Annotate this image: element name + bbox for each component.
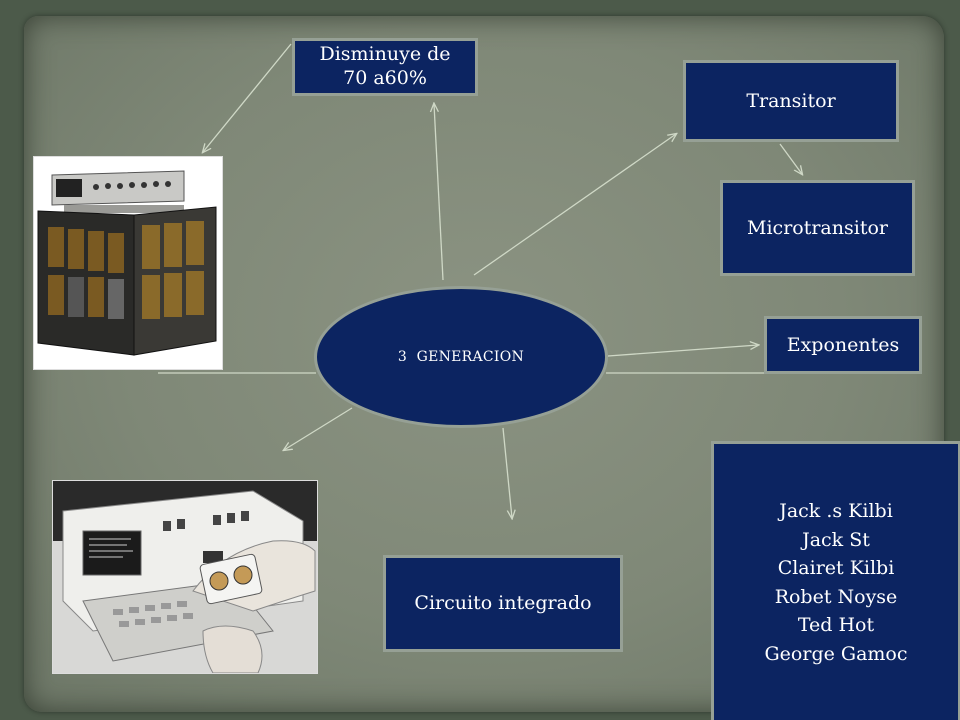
node-microtransitor-label: Microtransitor (747, 216, 888, 239)
node-circuito-integrado: Circuito integrado (383, 555, 623, 652)
arrow-to-exponentes (607, 345, 758, 357)
mainframe-computer-photo (33, 156, 223, 370)
node-transitor-label: Transitor (746, 89, 836, 112)
center-node-label: 3 GENERACION (397, 349, 525, 365)
arrow-to-disminuye (434, 104, 444, 281)
node-exponentes-names: Jack .s Kilbi Jack St Clairet Kilbi Robe… (711, 441, 960, 720)
node-disminuye-line2: 70 a60% (343, 67, 427, 89)
computer-with-tape-cassette-photo (52, 480, 318, 674)
name-item: Clairet Kilbi (777, 557, 895, 579)
node-transitor: Transitor (683, 60, 899, 142)
arrow-transitor-to-microtransitor (779, 143, 802, 174)
arrow-to-tape-photo (284, 407, 353, 450)
node-disminuye-line1: Disminuye de (319, 43, 451, 66)
arrow-to-transitor (473, 134, 676, 276)
center-node-3-generacion: 3 GENERACION (314, 286, 608, 428)
node-microtransitor: Microtransitor (720, 180, 915, 276)
mainframe-illustration (34, 157, 222, 369)
tape-computer-illustration (53, 481, 317, 673)
name-item: Jack St (802, 528, 870, 551)
node-exponentes-label: Exponentes (786, 333, 900, 356)
name-item: Jack .s Kilbi (779, 500, 893, 522)
name-item: George Gamoc (764, 642, 908, 665)
arrow-disminuye-to-mainframe (203, 43, 292, 152)
arrow-to-circuito (502, 427, 512, 518)
name-item: Ted Hot (797, 614, 875, 636)
name-item: Robet Noyse (774, 585, 898, 608)
node-circuito-label: Circuito integrado (414, 592, 592, 615)
node-disminuye: Disminuye de 70 a60% (292, 38, 478, 96)
node-exponentes: Exponentes (764, 316, 922, 374)
